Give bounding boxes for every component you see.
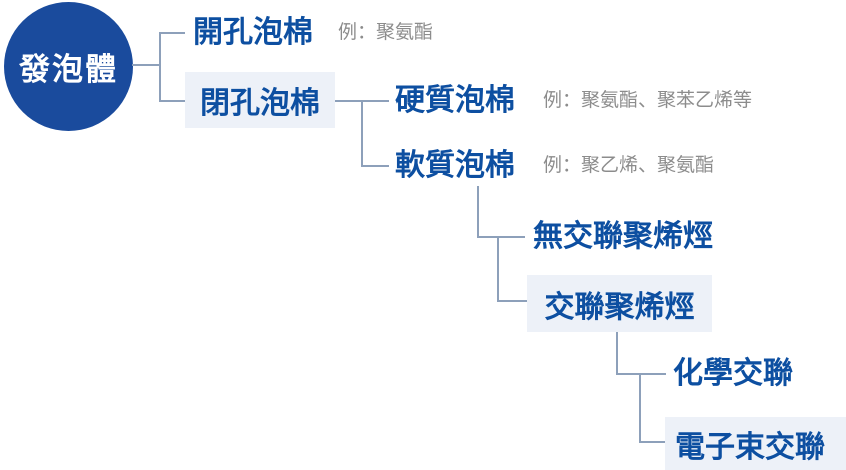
connector-level1-bracket <box>159 32 161 102</box>
example-soft-foam: 例：聚乙烯、聚氨酯 <box>543 155 715 176</box>
connector-root-stem <box>132 64 160 66</box>
node-soft-foam: 軟質泡棉 <box>395 149 515 182</box>
connector-noncrosslinked-stub <box>477 236 525 238</box>
connector-open-cell-stub <box>159 32 185 34</box>
node-rigid-foam: 硬質泡棉 <box>395 84 515 117</box>
node-crosslinked-polyolefin: 交聯聚烯烴 <box>527 275 712 332</box>
connector-level3-bracket <box>497 236 499 302</box>
connector-soft-stem <box>477 186 479 238</box>
connector-ebeam-stub <box>639 441 666 443</box>
node-electron-beam-crosslinking: 電子束交聯 <box>665 417 846 470</box>
connector-chemical-stub <box>616 373 666 375</box>
node-closed-cell-foam: 閉孔泡棉 <box>185 72 335 128</box>
example-rigid-foam: 例：聚氨酯、聚苯乙烯等 <box>543 90 753 111</box>
node-non-crosslinked-polyolefin: 無交聯聚烯烴 <box>533 220 713 253</box>
connector-crosslinked-stem <box>616 332 618 375</box>
connector-level2-bracket <box>361 100 363 167</box>
connector-level4-bracket <box>639 373 641 443</box>
connector-soft-stub <box>361 165 389 167</box>
connector-closed-cell-stub <box>159 100 186 102</box>
node-chemical-crosslinking: 化學交聯 <box>673 357 793 390</box>
node-open-cell-foam: 開孔泡棉 <box>193 16 313 49</box>
root-node-foam: 發泡體 <box>4 2 133 131</box>
root-node-label: 發泡體 <box>19 52 118 87</box>
example-open-cell-foam: 例：聚氨酯 <box>338 22 434 43</box>
connector-crosslinked-stub <box>497 300 528 302</box>
